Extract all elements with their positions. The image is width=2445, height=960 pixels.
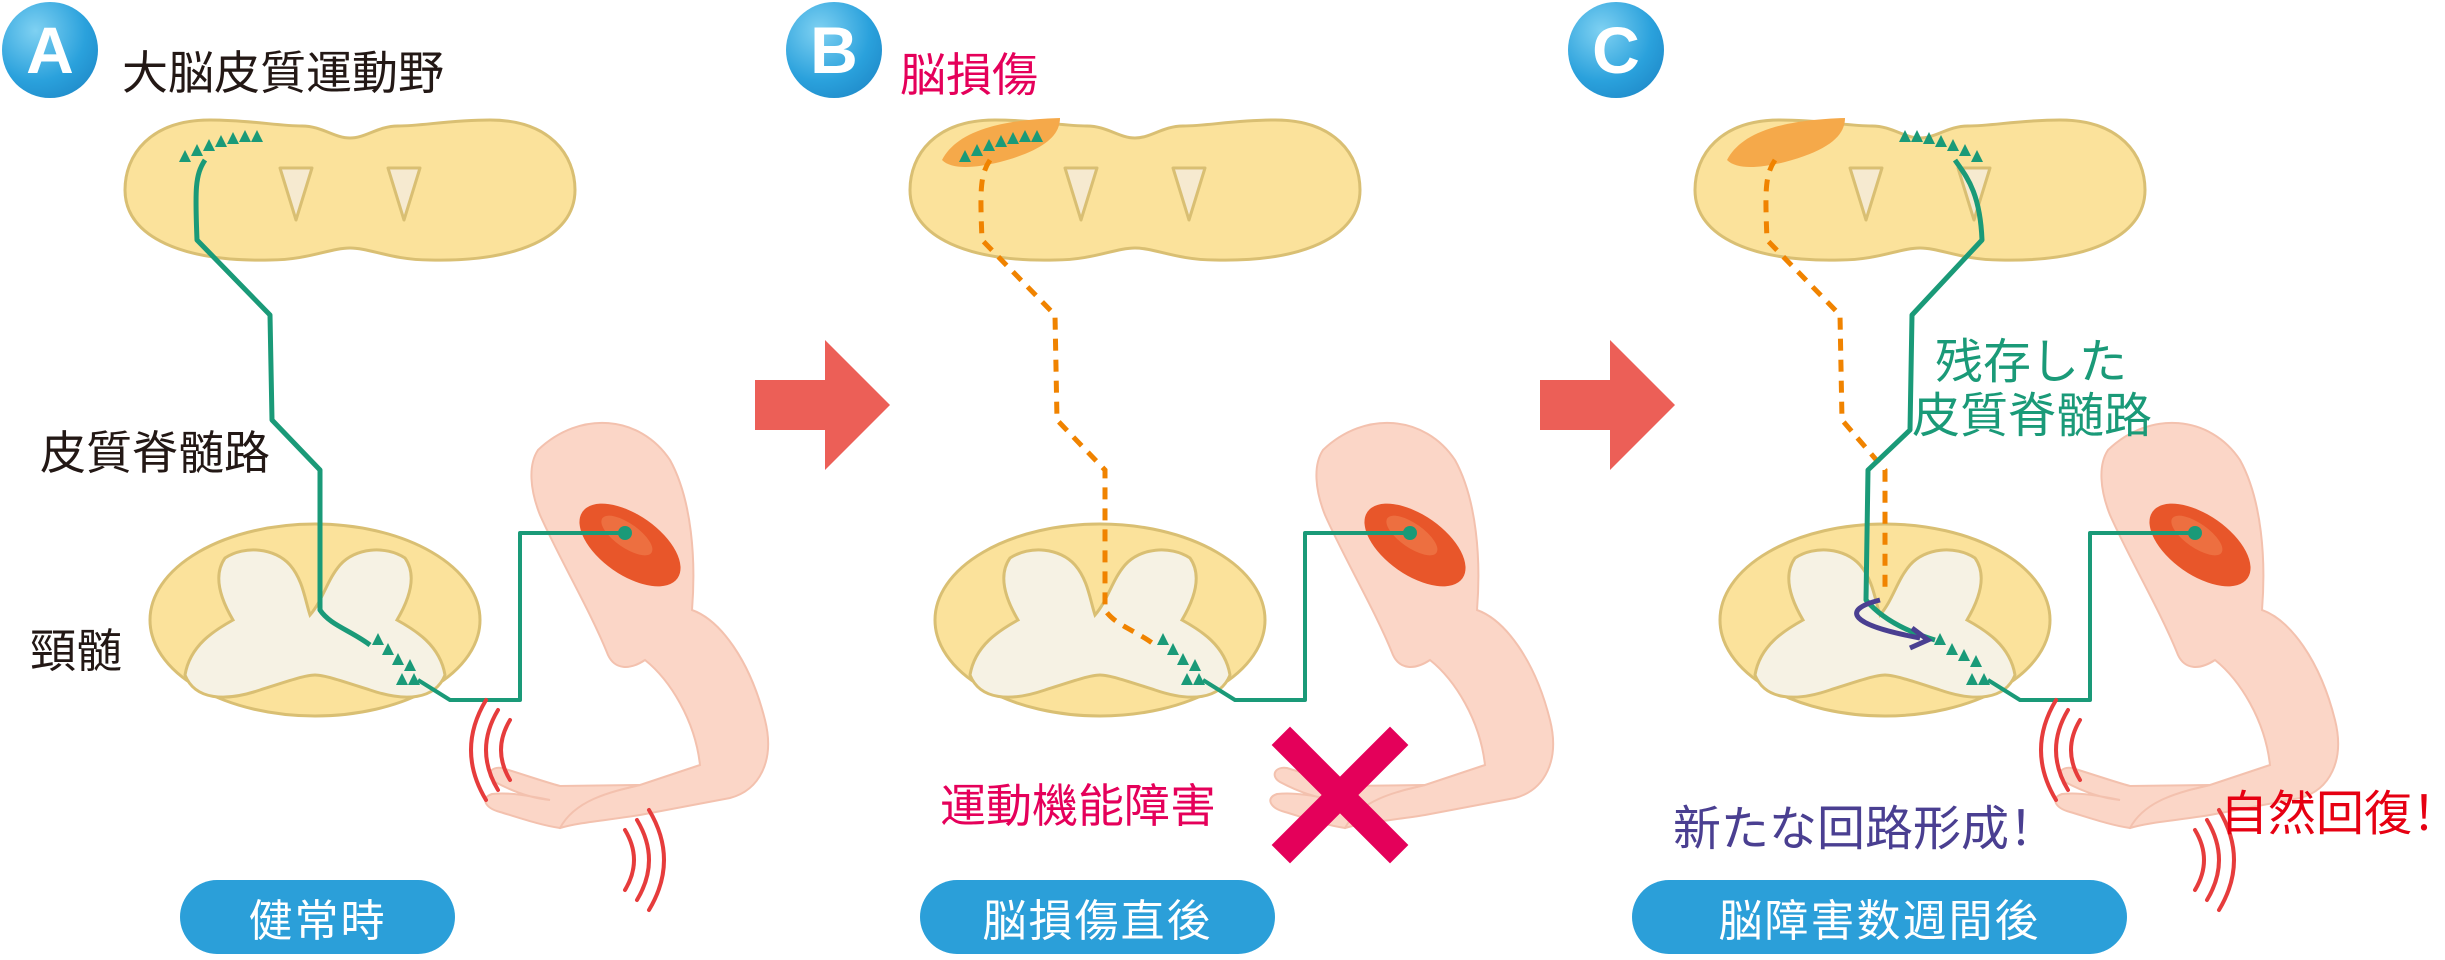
panel-badge-a: A <box>2 2 98 98</box>
label-new-circuit: 新たな回路形成！ <box>1673 801 2058 857</box>
vibration-mark-a2 <box>623 808 666 912</box>
brain-section-a <box>123 118 577 262</box>
caption-weeks-after: 脳障害数週間後 <box>1632 880 2127 954</box>
label-motor-dysfunction: 運動機能障害 <box>940 779 1216 833</box>
damaged-tract-b <box>978 158 1157 648</box>
arm-c <box>2054 421 2340 829</box>
caption-after-injury: 脳損傷直後 <box>920 880 1275 954</box>
panel-b <box>908 118 1555 864</box>
label-remaining-tract-line2: 皮質脊髄路 <box>1912 388 2153 444</box>
arm-a <box>484 421 770 829</box>
panel-c <box>1693 118 2340 912</box>
nerve-terminal-b <box>1403 526 1417 540</box>
motor-nerve-a <box>416 531 625 702</box>
transition-arrow-2 <box>1540 340 1675 470</box>
label-corticospinal-tract: 皮質脊髄路 <box>40 426 270 480</box>
label-natural-recovery: 自然回復！ <box>2220 786 2445 842</box>
label-brain-injury: 脳損傷 <box>900 48 1038 102</box>
transition-arrow-1 <box>755 340 890 470</box>
nerve-terminal-a <box>618 526 632 540</box>
remaining-tract-c <box>1863 158 1985 643</box>
lesion-c <box>1727 118 1845 167</box>
corticospinal-tract-a <box>193 158 372 648</box>
panel-badge-c: C <box>1568 2 1664 98</box>
label-cervical-cord: 頸髄 <box>30 624 122 678</box>
nerve-terminal-c <box>2188 526 2202 540</box>
label-motor-cortex: 大脳皮質運動野 <box>122 46 444 100</box>
cross-mark <box>1271 726 1409 864</box>
new-circuit-arrowhead <box>1908 626 1933 651</box>
caption-healthy: 健常時 <box>180 880 455 954</box>
new-circuit-arrow <box>1854 597 1921 641</box>
panel-a <box>123 118 770 912</box>
panel-badge-b: B <box>786 2 882 98</box>
damaged-tract-c <box>1763 158 1888 590</box>
motor-nerve-b <box>1201 531 1410 702</box>
label-remaining-tract-line1: 残存した <box>1935 334 2128 390</box>
motor-nerve-c <box>1986 531 2195 702</box>
